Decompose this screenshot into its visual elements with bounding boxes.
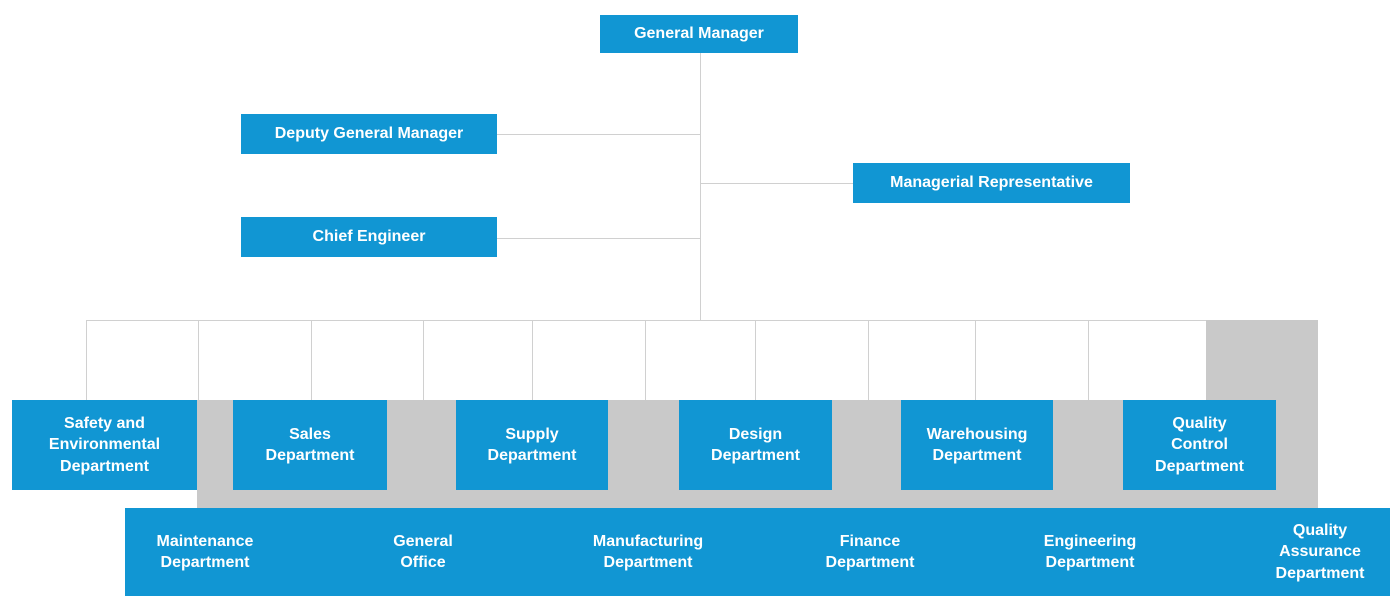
org-box-design-department: Design Department: [679, 400, 832, 490]
connector-drop: [311, 321, 312, 400]
connector-rail: [86, 320, 1206, 321]
org-box-chief-engineer: Chief Engineer: [241, 217, 497, 257]
connector-deputy-general-manager: [497, 134, 700, 135]
org-box-deputy-general-manager: Deputy General Manager: [241, 114, 497, 154]
connector-managerial-representative: [700, 183, 853, 184]
org-box-sales-department: Sales Department: [233, 400, 387, 490]
connector-drop: [86, 321, 87, 400]
connector-drop: [198, 321, 199, 400]
org-box-general-manager: General Manager: [600, 15, 798, 53]
connector-drop: [645, 321, 646, 400]
org-label-manufacturing-department: Manufacturing Department: [592, 532, 704, 571]
org-label-finance-department: Finance Department: [825, 532, 915, 571]
connector-drop: [868, 321, 869, 400]
org-box-warehousing-department: Warehousing Department: [901, 400, 1053, 490]
connector-drop: [532, 321, 533, 400]
connector-chief-engineer: [497, 238, 700, 239]
connector-drop: [423, 321, 424, 400]
connector-trunk: [700, 53, 701, 321]
org-label-maintenance-department: Maintenance Department: [156, 532, 254, 571]
org-box-managerial-representative: Managerial Representative: [853, 163, 1130, 203]
connector-drop: [1088, 321, 1089, 400]
org-bar-bottom-departments: [125, 508, 1390, 596]
connector-drop: [755, 321, 756, 400]
org-box-supply-department: Supply Department: [456, 400, 608, 490]
org-label-general-office: General Office: [393, 532, 453, 571]
org-box-quality-control-department: Quality Control Department: [1123, 400, 1276, 490]
org-label-engineering-department: Engineering Department: [1043, 532, 1137, 571]
org-label-quality-assurance-department: Quality Assurance Department: [1275, 522, 1365, 582]
org-box-safety-environmental-department: Safety and Environmental Department: [12, 400, 197, 490]
connector-drop: [975, 321, 976, 400]
